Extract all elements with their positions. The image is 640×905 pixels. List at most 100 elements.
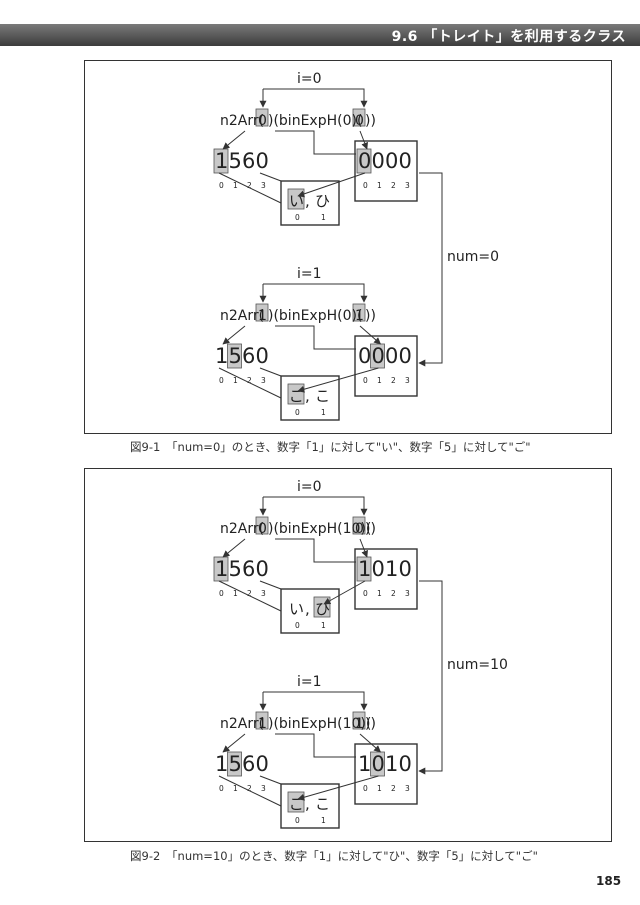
expr-index: 0 <box>258 113 267 129</box>
digit-char: 1 <box>215 344 228 368</box>
digit-position: 0 <box>219 181 224 190</box>
digit-position: 1 <box>233 589 238 598</box>
expr-part-binexph: )(binExpH(0)( <box>268 113 362 129</box>
bit-char: 1 <box>385 557 398 581</box>
kana-position: 1 <box>321 621 326 630</box>
expr-part-n2arr: n2Arr( <box>220 308 264 324</box>
digit-char: 6 <box>242 557 255 581</box>
bracket-top-arrow <box>263 691 368 711</box>
index-highlight-box <box>255 711 269 730</box>
expr-part-close: )) <box>365 521 376 537</box>
index-highlight-box <box>255 516 269 535</box>
index-to-bit-arrow <box>359 130 368 150</box>
digit-char: 6 <box>242 344 255 368</box>
index-to-bit-arrow <box>359 538 368 558</box>
bit-char: 0 <box>358 149 371 173</box>
kana-position: 0 <box>295 408 300 417</box>
bit-position: 2 <box>391 589 396 598</box>
bit-position: 3 <box>405 376 410 385</box>
digit-highlight-box <box>227 343 242 369</box>
digit-char: 6 <box>242 149 255 173</box>
bit-position: 0 <box>363 376 368 385</box>
digit-position: 3 <box>261 181 266 190</box>
bit-char: 0 <box>399 752 412 776</box>
bit-position: 0 <box>363 784 368 793</box>
digit-position: 0 <box>219 376 224 385</box>
bit-position: 0 <box>363 181 368 190</box>
chapter-header-bar: 9.6 「トレイト」を利用するクラス <box>0 24 640 46</box>
digit-position: 1 <box>233 784 238 793</box>
expr-part-binexph: )(binExpH(10)( <box>268 521 371 537</box>
digit-position: 0 <box>219 589 224 598</box>
digit-position: 2 <box>247 784 252 793</box>
digit-position: 2 <box>247 589 252 598</box>
digit-to-kana-line <box>218 775 282 807</box>
digit-char: 0 <box>256 344 269 368</box>
bit-char: 0 <box>399 344 412 368</box>
index-to-digit-arrow <box>222 325 246 345</box>
binexph-connector <box>275 130 356 155</box>
bit-char: 0 <box>358 344 371 368</box>
bits-array-box <box>354 548 418 610</box>
digit-char: 1 <box>215 557 228 581</box>
bracket-top-arrow <box>263 283 368 303</box>
kana-position: 0 <box>295 213 300 222</box>
digit-position: 3 <box>261 376 266 385</box>
digit-position: 3 <box>261 784 266 793</box>
expr-part-binexph: )(binExpH(0)( <box>268 308 362 324</box>
digit-char: 0 <box>256 149 269 173</box>
bracket-top-arrow <box>263 496 368 516</box>
digit-char: 1 <box>215 752 228 776</box>
kana-position: 0 <box>295 816 300 825</box>
digit-char: 5 <box>229 752 242 776</box>
binexph-connector <box>275 733 356 758</box>
digit-char: 0 <box>256 752 269 776</box>
bits-array-box <box>354 335 418 397</box>
expr-part-close: )) <box>365 113 376 129</box>
digit-highlight-box <box>213 148 229 174</box>
index-to-digit-arrow <box>222 130 246 150</box>
index-to-digit-arrow <box>222 733 246 753</box>
digit-position: 2 <box>247 376 252 385</box>
bit-index-highlight-box <box>352 108 366 127</box>
bit-char: 0 <box>385 344 398 368</box>
index-to-digit-arrow <box>222 538 246 558</box>
bit-index-highlight-box <box>352 303 366 322</box>
i-label: i=0 <box>297 71 322 87</box>
bit-position: 1 <box>377 589 382 598</box>
bit-char: 0 <box>372 557 385 581</box>
bit-position: 1 <box>377 181 382 190</box>
kana-char: こ <box>315 387 330 405</box>
expr-bit-index: 1 <box>355 716 364 732</box>
kana-position: 1 <box>321 816 326 825</box>
digit-char: 0 <box>256 557 269 581</box>
kana-char: ひ <box>315 192 330 210</box>
bits-array-box <box>354 743 418 805</box>
kana-position: 1 <box>321 408 326 417</box>
digit-position: 1 <box>233 376 238 385</box>
index-highlight-box <box>255 303 269 322</box>
digit-position: 1 <box>233 181 238 190</box>
expr-index: 0 <box>258 521 267 537</box>
bit-to-kana-arrow <box>323 580 366 605</box>
bit-position: 3 <box>405 784 410 793</box>
expr-part-n2arr: n2Arr( <box>220 113 264 129</box>
digit-to-kana-line <box>218 580 282 612</box>
bit-char: 0 <box>385 149 398 173</box>
i-label: i=1 <box>297 674 322 690</box>
digit-to-kana-line-right <box>259 172 282 182</box>
figure-9-2-caption: 図9-2 「num=10」のとき、数字「1」に対して"ひ"、数字「5」に対して"… <box>130 849 538 863</box>
bit-char: 0 <box>372 752 385 776</box>
bit-index-highlight-box <box>352 516 366 535</box>
bit-position: 3 <box>405 589 410 598</box>
bit-position: 1 <box>377 376 382 385</box>
digit-char: 6 <box>242 752 255 776</box>
num-connector-arrow <box>418 580 443 775</box>
i-label: i=1 <box>297 266 322 282</box>
expr-index: 1 <box>258 308 267 324</box>
